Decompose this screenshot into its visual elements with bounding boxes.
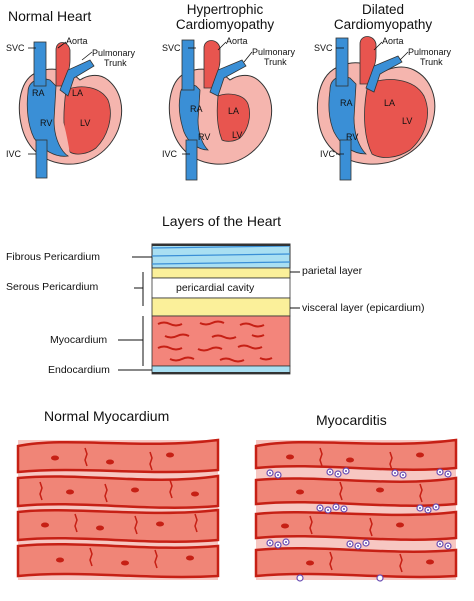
- serous-pericardium-label: Serous Pericardium: [6, 281, 99, 293]
- heart-layers-diagram: [118, 243, 300, 375]
- ivc-label: IVC: [6, 149, 22, 159]
- trunk-label: Trunk: [420, 57, 443, 67]
- rv-label: RV: [198, 132, 211, 142]
- ra-label: RA: [32, 88, 45, 98]
- lv-label: LV: [402, 116, 413, 126]
- trunk-label: Trunk: [264, 57, 287, 67]
- ra-label: RA: [340, 98, 353, 108]
- ivc-label: IVC: [320, 149, 336, 159]
- fibrous-pericardium-label: Fibrous Pericardium: [6, 251, 100, 263]
- pulmonary-label: Pulmonary: [252, 47, 296, 57]
- svc-label: SVC: [162, 43, 181, 53]
- la-label: LA: [228, 106, 240, 116]
- normal-myocardium-title: Normal Myocardium: [44, 408, 170, 424]
- myocarditis-tissue: [254, 438, 458, 582]
- dilated-heart-diagram: [317, 36, 436, 181]
- lv-label: LV: [80, 118, 91, 128]
- pulmonary-label: Pulmonary: [92, 48, 136, 58]
- layers-title: Layers of the Heart: [162, 213, 282, 229]
- aorta-label: Aorta: [66, 36, 88, 46]
- hypertrophic-heart-diagram: [168, 39, 273, 181]
- pericardial-cavity-label: pericardial cavity: [176, 282, 255, 294]
- normal-myocardium-tissue: [16, 438, 220, 580]
- rv-label: RV: [346, 132, 359, 142]
- trunk-label: Trunk: [104, 58, 127, 68]
- myocardium-label: Myocardium: [50, 334, 108, 346]
- normal-heart-title: Normal Heart: [8, 8, 92, 24]
- la-label: LA: [384, 98, 396, 108]
- pulmonary-label: Pulmonary: [408, 47, 452, 57]
- parietal-layer-label: parietal layer: [302, 265, 363, 277]
- endocardium-label: Endocardium: [48, 364, 110, 376]
- aorta-label: Aorta: [226, 36, 248, 46]
- ivc-label: IVC: [162, 149, 178, 159]
- aorta-label: Aorta: [382, 36, 404, 46]
- myocarditis-title: Myocarditis: [316, 412, 387, 428]
- lv-label: LV: [232, 130, 243, 140]
- la-label: LA: [72, 88, 84, 98]
- ra-label: RA: [190, 104, 203, 114]
- visceral-layer-label: visceral layer (epicardium): [302, 302, 425, 314]
- svc-label: SVC: [314, 43, 333, 53]
- normal-heart-diagram: [17, 40, 124, 180]
- svc-label: SVC: [6, 43, 25, 53]
- rv-label: RV: [40, 118, 53, 128]
